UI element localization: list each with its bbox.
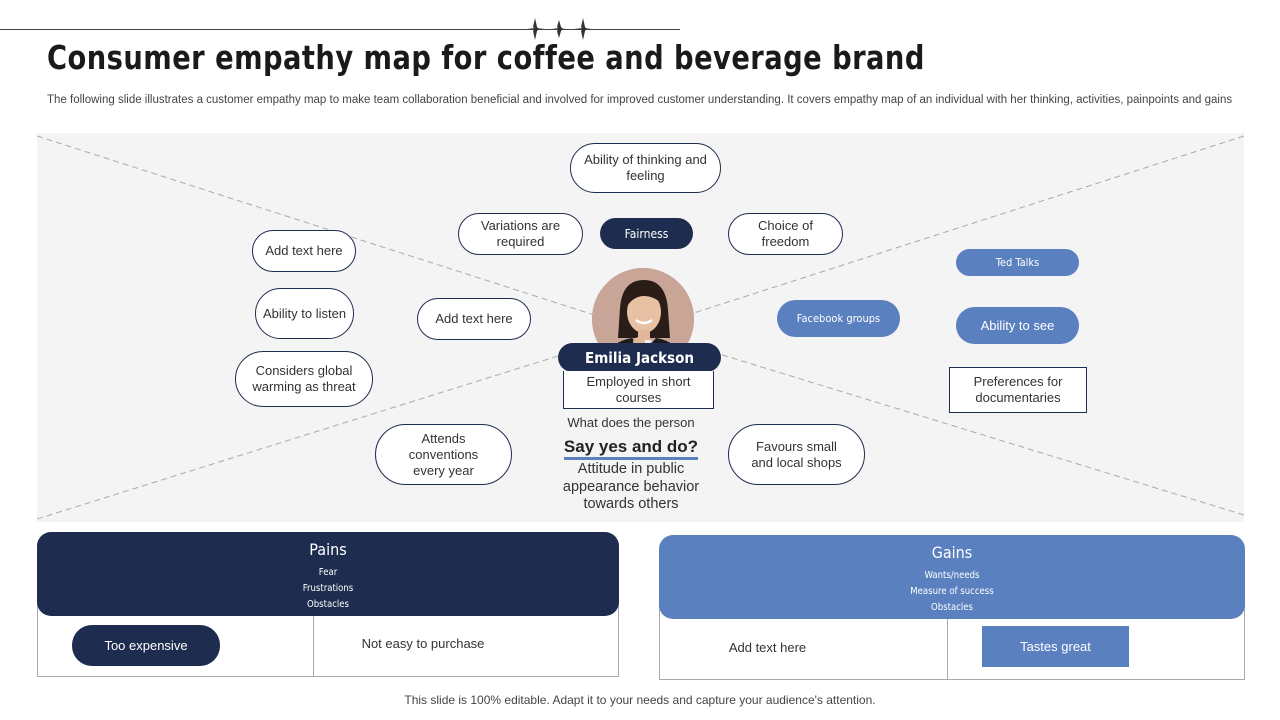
attitude-text: Attitude in public appearance behavior t…	[562, 461, 700, 512]
bubble-add-text-center[interactable]: Add text here	[417, 298, 531, 340]
pill-facebook-groups[interactable]: Facebook groups	[777, 300, 900, 337]
pill-ted-talks[interactable]: Ted Talks	[956, 249, 1079, 276]
gains-header: Gains Wants/needs Measure of success Obs…	[659, 535, 1245, 619]
quadrant-heading-say-do: Say yes and do?	[563, 437, 699, 456]
gains-line-wants: Wants/needs	[924, 570, 980, 581]
bubble-variations[interactable]: Variations are required	[458, 213, 583, 255]
heading-underline	[564, 457, 698, 460]
pains-line-obstacles: Obstacles	[307, 599, 349, 610]
box-preferences[interactable]: Preferences for documentaries	[949, 367, 1087, 413]
page-title: Consumer empathy map for coffee and beve…	[47, 38, 925, 77]
pains-header: Pains Fear Frustrations Obstacles	[37, 532, 619, 616]
pains-line-frustrations: Frustrations	[302, 583, 354, 594]
gains-line-obstacles: Obstacles	[931, 602, 973, 613]
bubble-global-warming[interactable]: Considers global warming as threat	[235, 351, 373, 407]
gains-line-measure: Measure of success	[910, 586, 994, 597]
person-name-pill: Emilia Jackson	[558, 343, 721, 372]
box-employed: Employed in short courses	[563, 371, 714, 409]
pains-divider	[313, 616, 314, 677]
gains-divider	[947, 619, 948, 680]
sparkle-icon	[527, 18, 592, 40]
pill-ability-see[interactable]: Ability to see	[956, 307, 1079, 344]
bubble-attends-conventions[interactable]: Attends conventions every year	[375, 424, 512, 485]
header-divider-line	[0, 29, 680, 30]
footer-note: This slide is 100% editable. Adapt it to…	[404, 693, 876, 707]
bubble-choice-freedom[interactable]: Choice of freedom	[728, 213, 843, 255]
pain-not-easy-purchase[interactable]: Not easy to purchase	[361, 636, 485, 651]
bubble-ability-listen[interactable]: Ability to listen	[255, 288, 354, 339]
pill-fairness[interactable]: Fairness	[600, 218, 693, 249]
pains-title: Pains	[309, 540, 347, 559]
gain-add-text[interactable]: Add text here	[728, 640, 807, 655]
gains-title: Gains	[931, 543, 973, 562]
page-subtitle: The following slide illustrates a custom…	[47, 94, 1233, 106]
pains-line-fear: Fear	[318, 567, 338, 578]
pain-too-expensive[interactable]: Too expensive	[72, 625, 220, 666]
bubble-favours-shops[interactable]: Favours small and local shops	[728, 424, 865, 485]
gain-tastes-great[interactable]: Tastes great	[982, 626, 1129, 667]
bubble-add-text-hear[interactable]: Add text here	[252, 230, 356, 272]
bubble-thinking-feeling[interactable]: Ability of thinking and feeling	[570, 143, 721, 193]
quadrant-question-label: What does the person	[567, 415, 695, 430]
quadrant-diagonals	[37, 135, 1244, 520]
